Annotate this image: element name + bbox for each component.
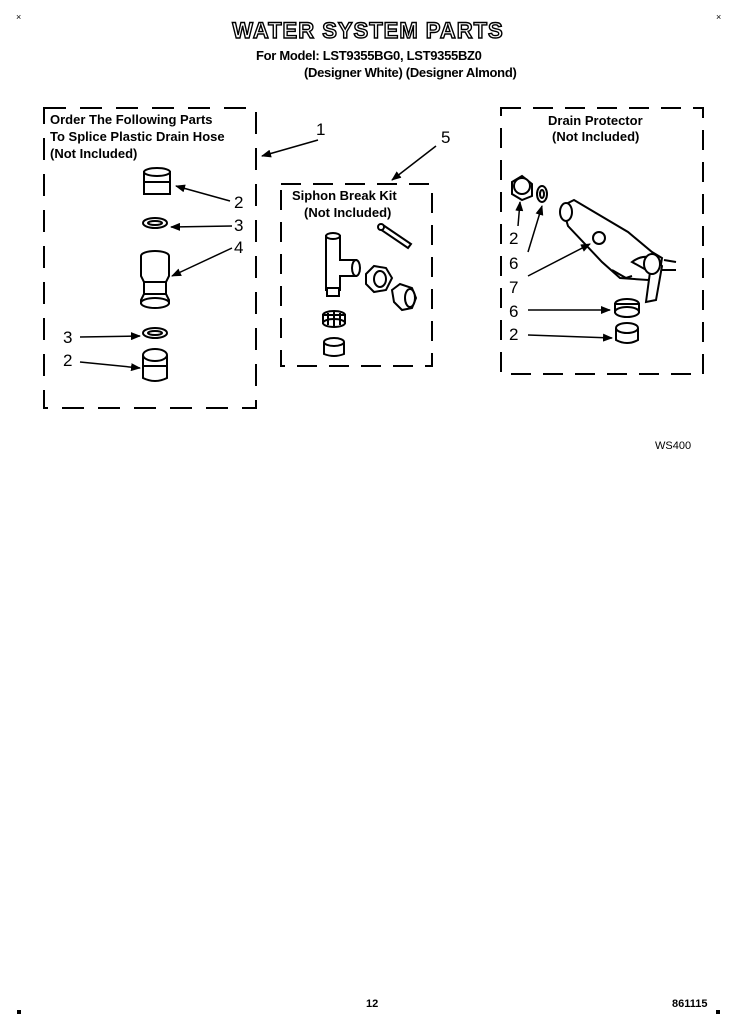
corner-mark-top-left: × [16,12,22,22]
drain-group-label-2: (Not Included) [552,129,640,144]
diagram-code: WS400 [655,440,692,452]
corner-mark-bottom-right [716,1010,720,1014]
callout-drain-2-bottom: 2 [509,325,519,344]
callout-drain-2-top: 2 [509,229,519,248]
doc-number: 861115 [672,998,708,1010]
splice-group-label-1: Order The Following Parts [50,112,213,127]
callout-splice-3-top: 3 [234,216,244,235]
splice-group-label-3: (Not Included) [50,146,138,161]
siphon-nut [365,264,394,294]
variant-line: (Designer White) (Designer Almond) [304,65,517,80]
page-number: 12 [366,998,379,1010]
callout-1: 1 [316,120,326,139]
drain-group-box [500,107,704,375]
siphon-tee-fitting [325,232,361,297]
siphon-group-label-1: Siphon Break Kit [292,188,397,203]
splice-clamp-bottom [142,327,168,339]
splice-group-box [43,107,257,409]
model-line: For Model: LST9355BG0, LST9355BZ0 [256,48,482,63]
callout-splice-2-bottom: 2 [63,351,73,370]
callout-splice-3-bottom: 3 [63,328,73,347]
callout-drain-6-top: 6 [509,254,519,273]
callout-splice-4: 4 [234,238,244,257]
splice-connector-top [143,167,171,195]
siphon-group-label-2: (Not Included) [304,205,392,220]
drain-connector-top [511,174,533,202]
siphon-grommet [322,310,346,328]
splice-group-label-2: To Splice Plastic Drain Hose [50,129,225,144]
siphon-cap [323,337,345,357]
drain-clamp-top [536,185,548,203]
siphon-adapter [390,282,418,312]
splice-connector-bottom [142,348,168,382]
siphon-group-box [280,183,433,367]
siphon-tie-strap [377,223,413,250]
drain-clamp-bottom [614,298,640,318]
corner-mark-bottom-left [17,1010,21,1014]
splice-coupler [140,250,170,309]
callout-drain-7: 7 [509,278,519,297]
page-title: WATER SYSTEM PARTS [232,17,504,43]
splice-clamp-top [142,217,168,229]
callout-5: 5 [441,128,451,147]
corner-mark-top-right: × [716,12,722,22]
drain-group-label-1: Drain Protector [548,113,643,128]
drain-connector-bottom [615,322,639,344]
callout-drain-6-bottom: 6 [509,302,519,321]
callout-splice-2-top: 2 [234,193,244,212]
